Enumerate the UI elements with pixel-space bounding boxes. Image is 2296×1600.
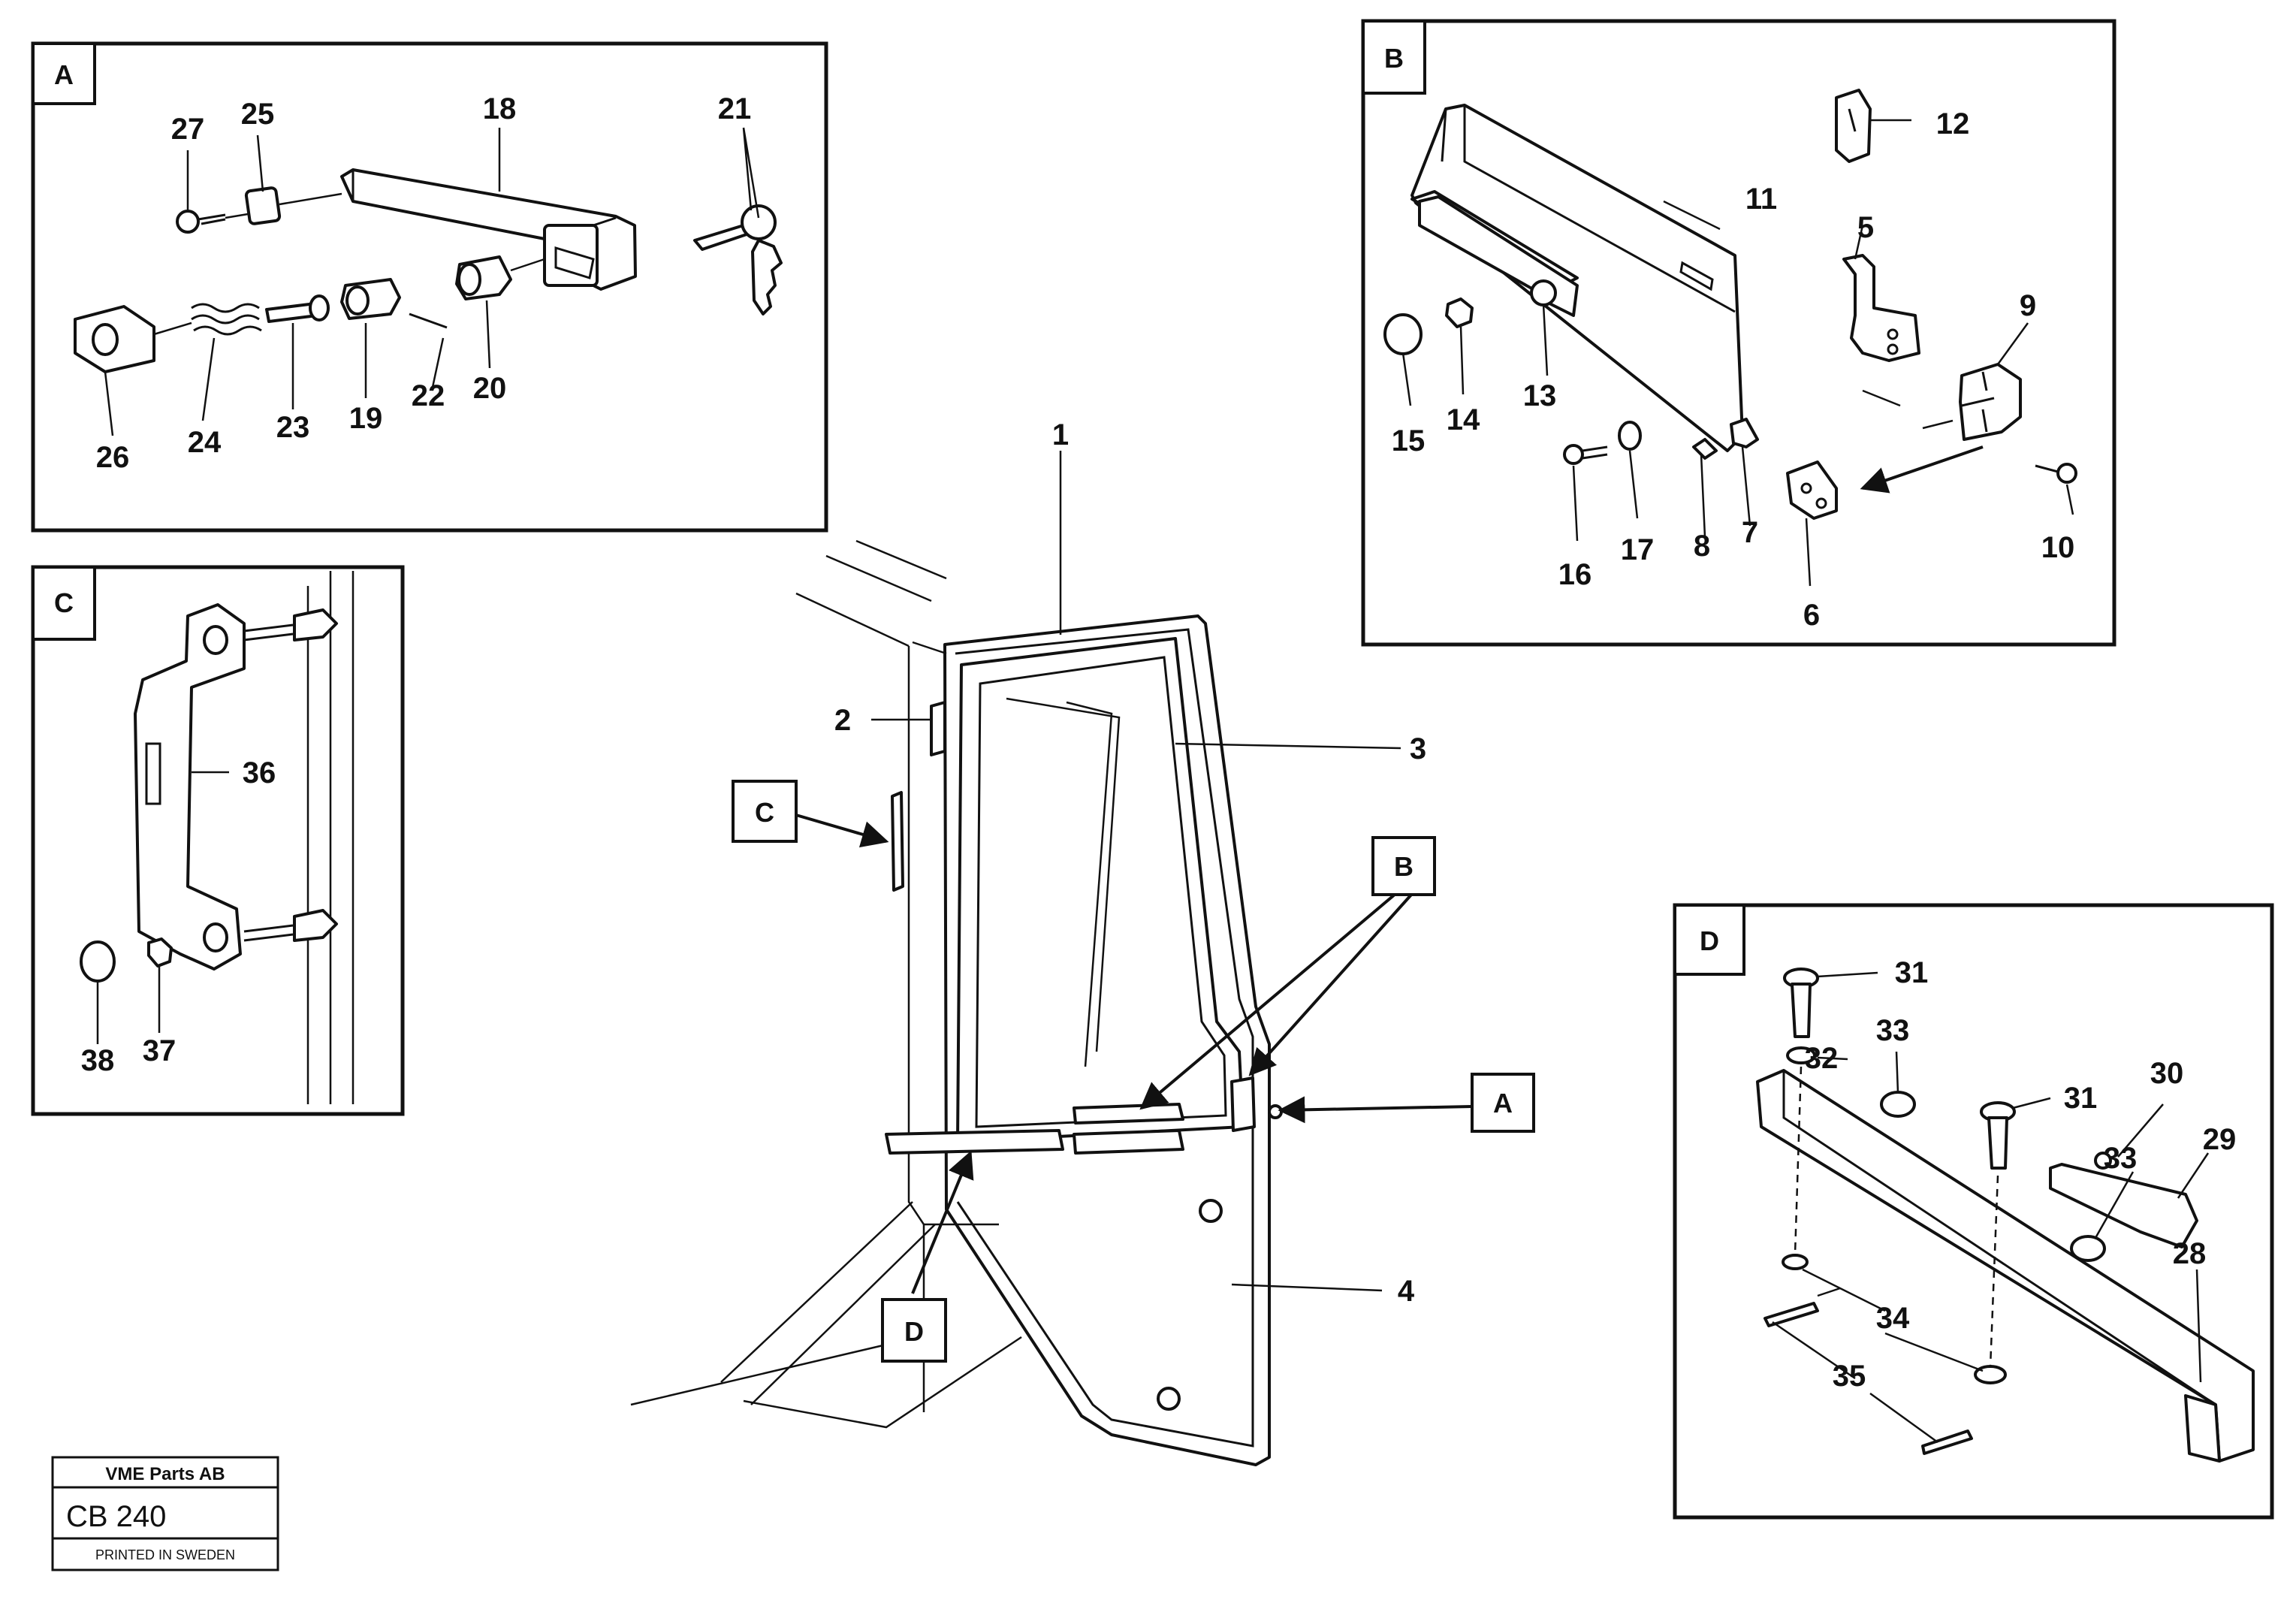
screw-cap-parts	[176, 186, 342, 234]
callout-1: 1	[1052, 418, 1069, 451]
callout-19: 19	[349, 402, 383, 435]
view-a-leaders	[104, 127, 760, 436]
svg-text:B: B	[1394, 851, 1414, 882]
main-leaders	[795, 451, 1473, 1294]
svg-text:A: A	[1493, 1088, 1513, 1118]
grab-handle-part	[134, 603, 246, 971]
view-d-leaders	[1772, 971, 2210, 1444]
callout-22: 22	[412, 379, 445, 412]
pointer-b: B	[1371, 836, 1436, 896]
callout-11: 11	[1745, 183, 1777, 216]
handle-part	[340, 168, 637, 291]
view-c-leaders	[96, 771, 229, 1044]
view-a-tag: A	[54, 59, 74, 90]
callout-37: 37	[143, 1034, 176, 1067]
callout-33-left: 33	[1876, 1014, 1910, 1047]
callout-3: 3	[1410, 732, 1426, 765]
view-a-panel: A	[31, 41, 828, 533]
callout-33-right: 33	[2104, 1142, 2138, 1175]
step-bar-part	[1756, 1069, 2255, 1463]
callout-20: 20	[473, 372, 507, 405]
key-part	[693, 204, 783, 315]
callout-7: 7	[1742, 516, 1758, 549]
callout-38: 38	[81, 1044, 115, 1077]
callout-18: 18	[483, 92, 517, 125]
pointer-d: D	[881, 1298, 947, 1363]
callout-9: 9	[2020, 289, 2036, 322]
callout-32: 32	[1805, 1042, 1839, 1075]
callout-25: 25	[241, 98, 275, 131]
callout-35: 35	[1833, 1360, 1866, 1393]
callout-8: 8	[1694, 530, 1710, 563]
callout-6: 6	[1803, 599, 1820, 632]
callout-28: 28	[2173, 1237, 2207, 1270]
stamp-code: CB 240	[66, 1500, 166, 1533]
callout-13: 13	[1523, 379, 1557, 412]
parts-stamp: VME Parts AB CB 240 PRINTED IN SWEDEN	[51, 1456, 279, 1571]
view-b-panel: B	[1361, 19, 2116, 647]
view-b-tag: B	[1384, 43, 1404, 74]
lock-assembly-parts	[74, 255, 545, 373]
callout-34: 34	[1876, 1302, 1910, 1335]
stamp-company: VME Parts AB	[105, 1464, 225, 1484]
pointer-c: C	[732, 780, 798, 843]
latch-small-parts	[1383, 279, 2077, 520]
callout-16: 16	[1558, 558, 1592, 591]
callout-24: 24	[188, 426, 222, 459]
callout-17: 17	[1621, 533, 1655, 566]
callout-23: 23	[276, 411, 310, 444]
callout-2: 2	[834, 704, 851, 737]
callout-21: 21	[718, 92, 752, 125]
striker-parts	[1835, 89, 2022, 441]
callout-12: 12	[1936, 107, 1970, 140]
callout-15: 15	[1392, 424, 1426, 457]
callout-10: 10	[2041, 531, 2075, 564]
svg-text:C: C	[755, 797, 774, 828]
callout-4: 4	[1398, 1275, 1415, 1308]
view-d-tag: D	[1700, 925, 1719, 956]
callout-29: 29	[2203, 1123, 2237, 1156]
pointer-a: A	[1471, 1073, 1535, 1133]
main-door-drawing	[630, 539, 1283, 1466]
view-c-tag: C	[54, 587, 74, 618]
callout-36: 36	[243, 756, 276, 789]
bolt-washer-parts	[1763, 968, 2198, 1455]
stamp-note: PRINTED IN SWEDEN	[95, 1547, 235, 1562]
view-c-panel: C 36 38 37	[31, 565, 405, 1116]
callout-30: 30	[2150, 1057, 2184, 1090]
callout-27: 27	[171, 113, 205, 146]
callout-31-top: 31	[1895, 956, 1929, 989]
svg-text:D: D	[904, 1316, 924, 1347]
view-b-leaders	[1401, 119, 2074, 587]
view-d-panel: D 31 32 33 31 30	[1673, 903, 2274, 1520]
callout-26: 26	[96, 441, 130, 474]
callout-5: 5	[1857, 211, 1874, 244]
callout-31-right: 31	[2064, 1082, 2098, 1115]
callout-14: 14	[1447, 403, 1480, 436]
